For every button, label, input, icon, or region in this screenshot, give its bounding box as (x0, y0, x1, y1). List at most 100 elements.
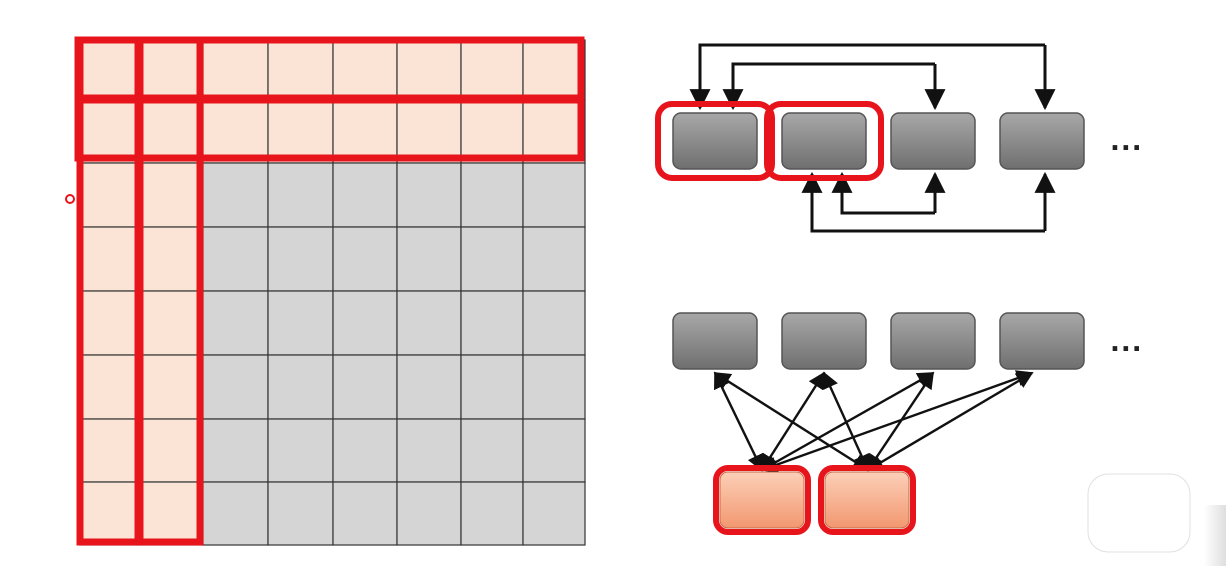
matrix-cell (79, 162, 139, 228)
attention-matrix (79, 39, 586, 546)
matrix-cell (267, 162, 334, 228)
matrix-cell (202, 481, 269, 546)
bottom-upper-node (999, 312, 1085, 370)
matrix-cell (137, 418, 204, 483)
matrix-cell (522, 290, 586, 356)
matrix-cell (332, 354, 398, 420)
matrix-cell (79, 418, 139, 483)
matrix-cell (332, 99, 398, 164)
matrix-cell (79, 39, 139, 101)
matrix-cell (202, 99, 269, 164)
matrix-cell (332, 418, 398, 483)
matrix-cell (460, 226, 524, 292)
node-highlight-ring (655, 101, 775, 181)
node-highlight-ring (764, 101, 884, 181)
matrix-cell (460, 354, 524, 420)
matrix-cell (79, 290, 139, 356)
matrix-cell (396, 99, 462, 164)
top-node (890, 112, 976, 170)
matrix-cell (79, 481, 139, 546)
arrow-line (822, 371, 870, 472)
matrix-cell (79, 354, 139, 420)
arrow-line (722, 62, 935, 111)
matrix-cell (202, 162, 269, 228)
matrix-cell (522, 99, 586, 164)
matrix-cell (460, 290, 524, 356)
matrix-cell (396, 162, 462, 228)
edge-shadow (1204, 505, 1226, 566)
matrix-cell (267, 226, 334, 292)
bottom-upper-node (781, 312, 867, 370)
matrix-cell (137, 99, 204, 164)
matrix-cell (396, 354, 462, 420)
bottom-upper-node (672, 312, 758, 370)
bilibili-tv-play-icon (1087, 462, 1191, 553)
matrix-cell (332, 226, 398, 292)
matrix-cell (137, 162, 204, 228)
top-node (781, 112, 867, 170)
matrix-cell (137, 481, 204, 546)
matrix-cell (522, 39, 586, 101)
matrix-cell (332, 39, 398, 101)
matrix-cell (396, 481, 462, 546)
top-ellipsis: ... (1110, 127, 1143, 157)
matrix-cell (267, 290, 334, 356)
arrow-line (801, 171, 1045, 233)
matrix-highlight-boxes (74, 36, 585, 546)
cursor-ring-icon (65, 194, 75, 204)
matrix-cell (522, 481, 586, 546)
matrix-cell (460, 162, 524, 228)
top-dependency-diagram (655, 43, 1085, 233)
matrix-cell (267, 39, 334, 101)
bottom-ellipsis: ... (1110, 328, 1143, 358)
matrix-cell (267, 354, 334, 420)
matrix-cell (460, 418, 524, 483)
top-upper-arrows (689, 43, 1056, 111)
matrix-cell (396, 418, 462, 483)
arrow-line (689, 43, 1045, 111)
matrix-cell (79, 99, 139, 164)
matrix-cell (522, 418, 586, 483)
matrix-cell (522, 226, 586, 292)
matrix-cell (202, 418, 269, 483)
arrow-line (831, 171, 935, 215)
bottom-lower-node (824, 471, 910, 529)
matrix-cell (396, 226, 462, 292)
matrix-cell (460, 481, 524, 546)
matrix-cell (396, 290, 462, 356)
top-lower-arrows (801, 171, 1056, 233)
matrix-cell (79, 226, 139, 292)
matrix-cell (332, 481, 398, 546)
bottom-lower-node (719, 471, 805, 529)
matrix-cell (267, 99, 334, 164)
matrix-cell (332, 290, 398, 356)
bottom-dependency-diagram (672, 312, 1085, 535)
arrow-line (866, 371, 1034, 472)
top-node (999, 112, 1085, 170)
bottom-arrows (713, 370, 1034, 473)
matrix-cell (522, 162, 586, 228)
arrow-line (867, 371, 934, 472)
matrix-cell (202, 290, 269, 356)
matrix-cell (460, 99, 524, 164)
lower-node-highlight-ring (818, 465, 916, 535)
matrix-cell (137, 354, 204, 420)
matrix-cell (522, 354, 586, 420)
arrow-line (760, 370, 1034, 473)
top-node (672, 112, 758, 170)
matrix-cell (460, 39, 524, 101)
bottom-upper-node (890, 312, 976, 370)
arrow-line (760, 371, 935, 472)
matrix-cell (137, 39, 204, 101)
matrix-cell (137, 290, 204, 356)
matrix-cell (202, 354, 269, 420)
matrix-cell (267, 481, 334, 546)
matrix-cell (396, 39, 462, 101)
matrix-cell (202, 39, 269, 101)
matrix-cell (202, 226, 269, 292)
highlight-col-2 (136, 36, 204, 546)
matrix-cell (332, 162, 398, 228)
lower-node-highlight-ring (713, 465, 811, 535)
matrix-cell (137, 226, 204, 292)
